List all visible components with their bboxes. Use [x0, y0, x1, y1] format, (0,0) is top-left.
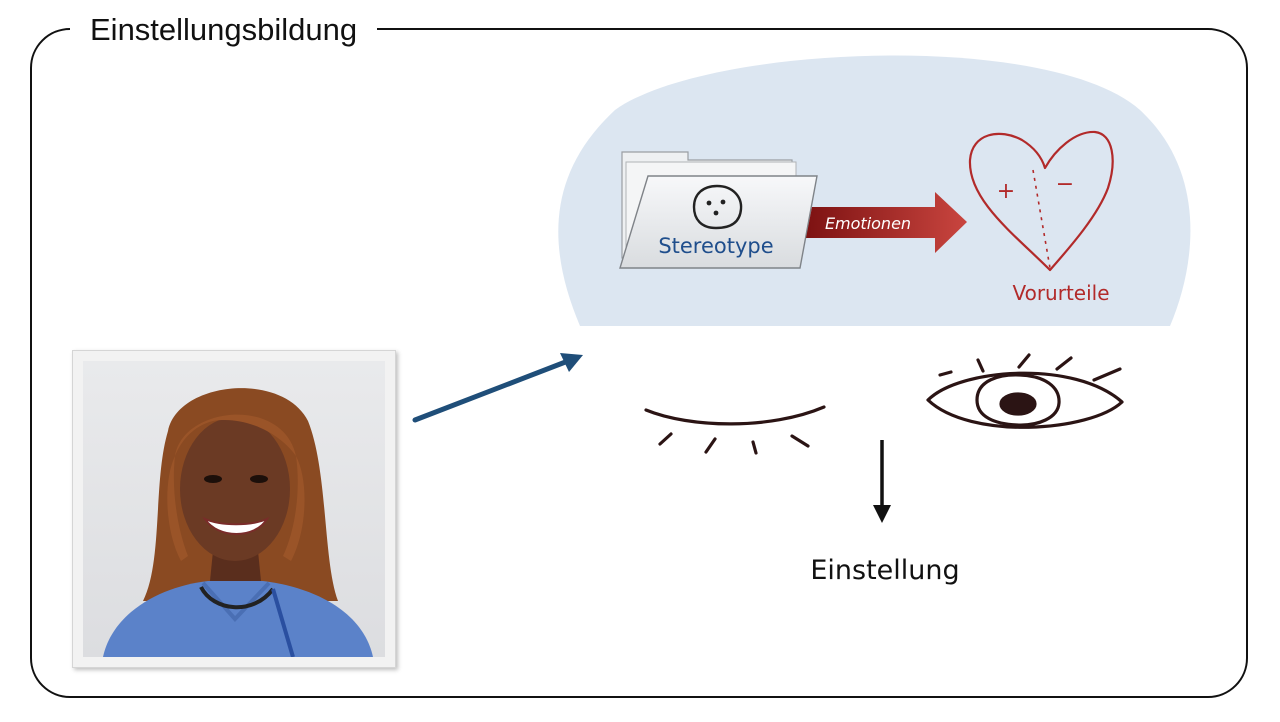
heart-icon [968, 130, 1114, 272]
person-photo [83, 361, 385, 657]
diagram-frame [30, 28, 1248, 698]
photo-frame [72, 350, 396, 668]
emotionen-label: Emotionen [825, 214, 911, 233]
open-eye-icon [926, 353, 1124, 429]
folder-icon [619, 151, 818, 269]
closed-eye-icon [644, 405, 826, 455]
person-illustration [103, 388, 373, 657]
arrow-down-icon [873, 440, 891, 523]
diagram-title: Einstellungsbildung [70, 10, 378, 50]
arrow-to-bubble [412, 353, 583, 423]
heart-plus: + [997, 179, 1015, 204]
stereotype-label: Stereotype [658, 234, 773, 258]
arrow-right-icon [806, 192, 967, 253]
face-icon [692, 184, 743, 230]
einstellung-label: Einstellung [810, 555, 960, 586]
vorurteile-label: Vorurteile [1012, 281, 1109, 305]
heart-minus: − [1056, 172, 1074, 197]
